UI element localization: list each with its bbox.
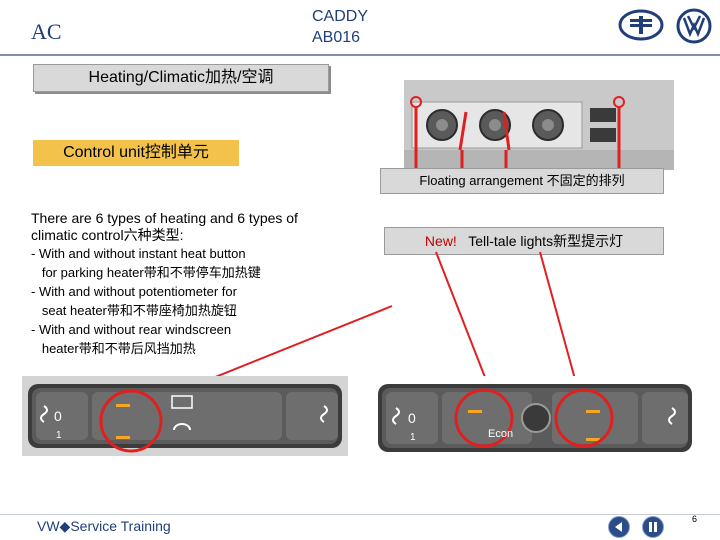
description-item: - With and without rear windscreen — [31, 322, 232, 337]
left-panel-zero: 0 — [54, 408, 62, 424]
model-code: AB016 — [312, 29, 361, 46]
climatic-panel-right — [372, 376, 698, 460]
description-lead: There are 6 types of heating and 6 types… — [31, 210, 366, 244]
right-panel-zero: 0 — [408, 410, 416, 426]
footer-text: VW◆Service Training — [37, 518, 171, 534]
model-label: CADDY AB016 — [312, 6, 368, 48]
header-divider — [0, 54, 720, 56]
photo-caption: Floating arrangement 不固定的排列 — [380, 168, 664, 194]
econ-label: Econ — [488, 428, 514, 440]
description-lead-line: climatic control六种类型: — [31, 227, 184, 243]
pause-button[interactable] — [642, 516, 664, 538]
back-arrow-icon — [615, 522, 622, 532]
tell-tale-caption: New! Tell-tale lights新型提示灯 — [384, 227, 664, 255]
section-code: AC — [31, 19, 62, 44]
description-item: for parking heater带和不带停车加热键 — [31, 265, 261, 280]
vw-logo-icon — [676, 8, 712, 44]
description-item: heater带和不带后风挡加热 — [31, 341, 196, 356]
control-unit-photo — [404, 80, 674, 170]
new-badge: New! — [424, 233, 457, 249]
description-item: - With and without instant heat button — [31, 246, 246, 261]
model-name: CADDY — [312, 8, 369, 25]
page-number: 6 — [692, 514, 698, 524]
page-title: Heating/Climatic加热/空调 — [33, 64, 329, 92]
left-panel-one: 1 — [56, 430, 62, 441]
tell-tale-text: Tell-tale lights新型提示灯 — [468, 233, 624, 249]
description-item: - With and without potentiometer for — [31, 284, 237, 299]
footer-divider — [0, 514, 720, 515]
previous-page-button[interactable] — [608, 516, 630, 538]
heater-panel-left — [22, 376, 348, 456]
description-item: seat heater带和不带座椅加热旋钮 — [31, 303, 237, 318]
photo-pointer-arrows — [414, 150, 621, 168]
description-block: There are 6 types of heating and 6 types… — [31, 210, 366, 358]
pause-icon — [649, 522, 657, 532]
faw-logo-icon — [618, 9, 664, 41]
right-panel-one: 1 — [410, 432, 416, 443]
description-lead-line: There are 6 types of heating and 6 types… — [31, 210, 298, 226]
control-unit-label: Control unit控制单元 — [33, 140, 239, 166]
